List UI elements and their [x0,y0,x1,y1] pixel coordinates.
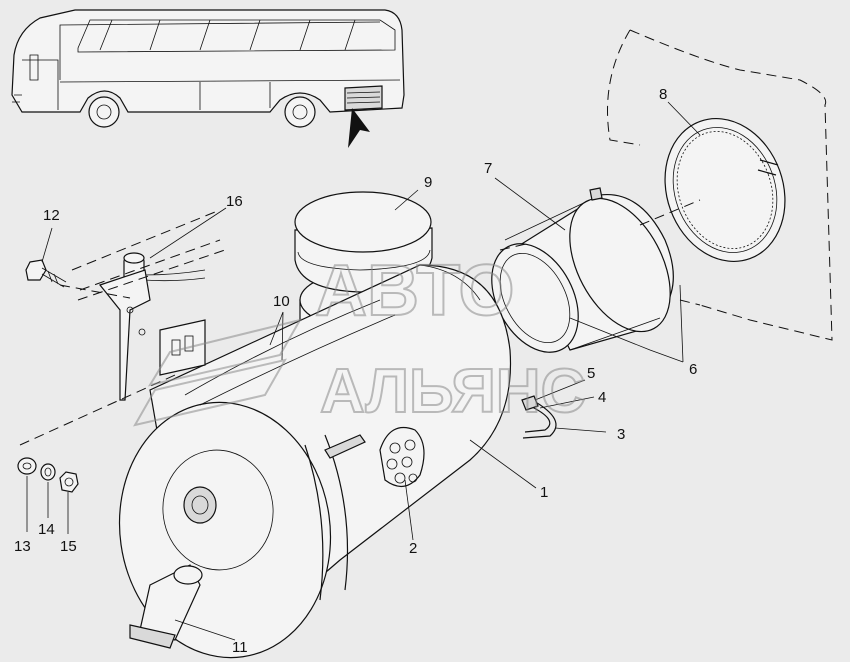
callout-1: 1 [540,484,548,501]
bus-illustration [11,9,405,148]
callout-5: 5 [587,365,595,382]
bolt-part-12 [25,259,67,288]
filter-housing-part-1 [118,264,512,659]
callout-4: 4 [598,389,606,406]
callout-11: 11 [232,639,248,656]
callout-8: 8 [659,86,667,103]
callout-15: 15 [60,538,77,555]
assembly-lines [19,199,701,446]
washer-part-13 [17,457,37,475]
housing-clamp [324,434,366,459]
callout-6: 6 [689,361,697,378]
watermark-line-1: АВТО [315,251,514,331]
watermark-logo-icon [132,318,303,427]
inlet-adapter-part-7 [491,187,674,353]
callout-12: 12 [43,207,60,224]
callout-3: 3 [617,426,625,443]
watermark: АВТО АЛЬЯНС [132,250,586,427]
sealing-ring-part-8 [664,117,786,263]
indicator-sensor-part-16 [98,252,206,401]
callout-13: 13 [14,538,31,555]
callout-16: 16 [226,193,243,210]
callout-7: 7 [484,160,492,177]
boundary-dashed-line [607,29,833,341]
perforated-plate-part-2 [379,426,425,487]
callout-labels: 1 2 3 4 5 6 7 8 9 10 11 12 13 14 15 16 [14,86,697,656]
mounting-bracket-part-10 [159,319,206,376]
drain-valve-part-11 [129,564,203,649]
lock-washer-part-14 [40,463,56,481]
callout-10: 10 [273,293,290,310]
callout-9: 9 [424,174,432,191]
leader-lines [26,101,701,641]
hose-part-3 [521,395,557,439]
location-arrow-icon [348,108,370,148]
watermark-line-2: АЛЬЯНС [320,357,585,426]
callout-14: 14 [38,521,55,538]
nut-part-15 [59,471,79,493]
callout-2: 2 [409,540,417,557]
